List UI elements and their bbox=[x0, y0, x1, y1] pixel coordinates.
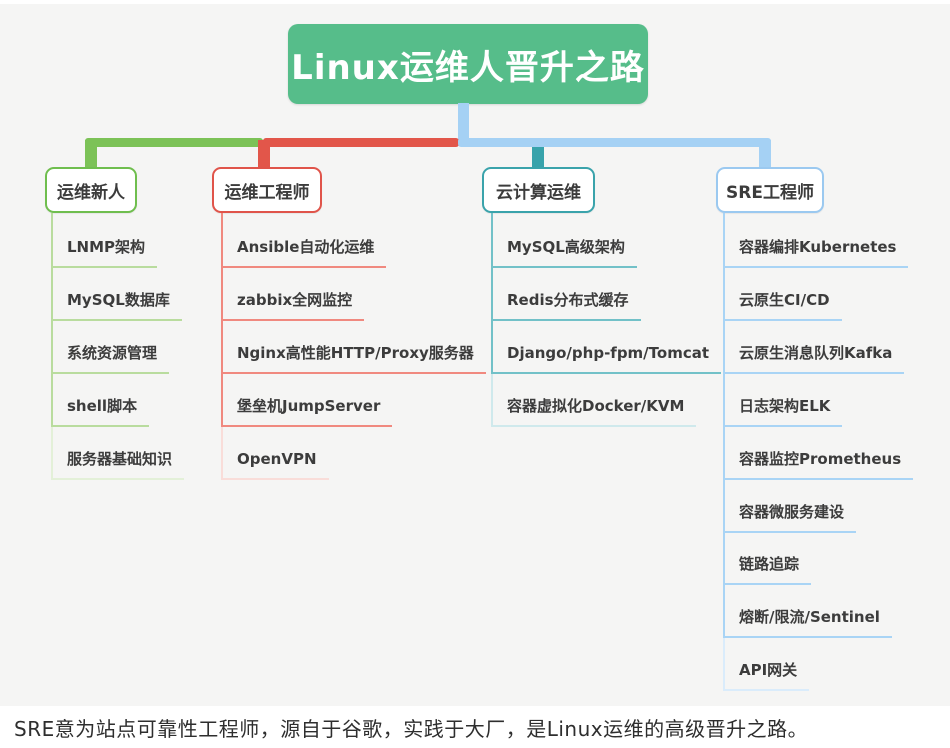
topic-node[interactable]: OpenVPN bbox=[221, 448, 329, 480]
topic-node[interactable]: Django/php-fpm/Tomcat bbox=[491, 342, 722, 374]
branch-ops-newbie-child-line bbox=[51, 213, 53, 480]
topic-node[interactable]: Nginx高性能HTTP/Proxy服务器 bbox=[221, 342, 486, 374]
top-margin bbox=[0, 0, 950, 4]
topic-node[interactable]: Redis分布式缓存 bbox=[491, 289, 641, 321]
topic-node[interactable]: MySQL高级架构 bbox=[491, 236, 637, 268]
branch-ops-newbie-node[interactable]: 运维新人 bbox=[45, 167, 137, 213]
topic-node[interactable]: 链路追踪 bbox=[723, 553, 812, 586]
branch-sre-engineer-drop-line bbox=[759, 140, 771, 169]
topic-node[interactable]: 系统资源管理 bbox=[51, 342, 170, 374]
caption-text: SRE意为站点可靠性工程师，源自于谷歌，实践于大厂，是Linux运维的高级晋升之… bbox=[14, 716, 809, 741]
topic-node[interactable]: 云原生CI/CD bbox=[723, 289, 842, 321]
topic-node[interactable]: zabbix全网监控 bbox=[221, 289, 365, 321]
topic-node[interactable]: 日志架构ELK bbox=[723, 395, 843, 427]
topic-node[interactable]: Ansible自动化运维 bbox=[221, 236, 387, 268]
branch-sre-engineer-trunk-line bbox=[458, 138, 771, 147]
branch-sre-engineer-child-line bbox=[723, 213, 725, 692]
branch-ops-engineer-trunk-line bbox=[263, 138, 459, 147]
branch-ops-engineer-child-line bbox=[221, 213, 223, 480]
branch-ops-newbie-drop-line bbox=[85, 140, 97, 169]
topic-node[interactable]: shell脚本 bbox=[51, 395, 150, 427]
branch-cloud-ops-node[interactable]: 云计算运维 bbox=[482, 167, 595, 213]
branch-sre-engineer-node[interactable]: SRE工程师 bbox=[716, 167, 824, 213]
branch-ops-engineer-drop-line bbox=[258, 140, 270, 169]
branch-ops-engineer-node[interactable]: 运维工程师 bbox=[212, 167, 322, 213]
topic-node[interactable]: 云原生消息队列Kafka bbox=[723, 342, 905, 374]
topic-node[interactable]: 容器监控Prometheus bbox=[723, 448, 914, 480]
topic-node[interactable]: 熔断/限流/Sentinel bbox=[723, 606, 892, 639]
topic-node[interactable]: 堡垒机JumpServer bbox=[221, 395, 393, 427]
branch-ops-newbie-trunk-line bbox=[85, 138, 263, 147]
root-connector bbox=[458, 103, 469, 141]
branch-cloud-ops-drop-line bbox=[532, 140, 544, 169]
topic-node[interactable]: 服务器基础知识 bbox=[51, 448, 185, 480]
topic-node[interactable]: 容器编排Kubernetes bbox=[723, 236, 909, 268]
topic-node[interactable]: 容器虚拟化Docker/KVM bbox=[491, 395, 697, 427]
topic-node[interactable]: API网关 bbox=[723, 659, 810, 692]
topic-node[interactable]: LNMP架构 bbox=[51, 236, 158, 268]
root-node[interactable]: Linux运维人晋升之路 bbox=[288, 24, 648, 104]
caption-bar: SRE意为站点可靠性工程师，源自于谷歌，实践于大厂，是Linux运维的高级晋升之… bbox=[0, 706, 950, 748]
topic-node[interactable]: 容器微服务建设 bbox=[723, 501, 857, 533]
topic-node[interactable]: MySQL数据库 bbox=[51, 289, 182, 321]
